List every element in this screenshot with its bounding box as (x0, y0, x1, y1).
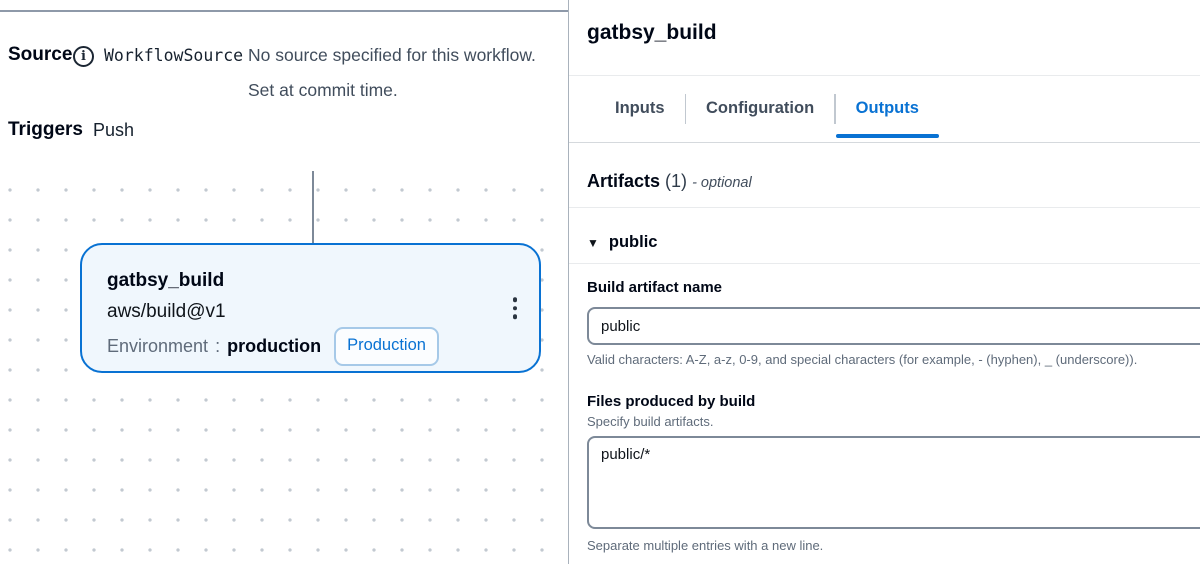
node-environment-row: Environment : production Production (107, 327, 539, 366)
artifacts-optional-label: - optional (692, 175, 752, 191)
files-produced-label: Files produced by build (587, 393, 756, 410)
tab-bar: Inputs Configuration Outputs (569, 75, 1200, 143)
environment-label: Environment (107, 336, 209, 356)
tab-outputs-label: Outputs (855, 99, 919, 117)
node-action: aws/build@v1 (107, 301, 226, 322)
environment-value: production (227, 336, 322, 356)
source-panel: Source i WorkflowSource No source specif… (0, 10, 568, 173)
info-icon[interactable]: i (73, 46, 94, 67)
tab-separator (834, 93, 836, 124)
workflow-canvas[interactable]: gatbsy_build aws/build@v1 Environment : … (0, 171, 568, 564)
triggers-label: Triggers (8, 119, 83, 140)
build-artifact-name-helper: Valid characters: A-Z, a-z, 0-9, and spe… (587, 352, 1138, 367)
workflow-graph-pane: Source i WorkflowSource No source specif… (0, 0, 568, 564)
section-divider (569, 207, 1200, 208)
artifacts-count: (1) (665, 171, 688, 191)
files-produced-helper: Separate multiple entries with a new lin… (587, 538, 824, 553)
workflow-node[interactable]: gatbsy_build aws/build@v1 Environment : … (80, 243, 541, 373)
connector-line (312, 171, 314, 245)
environment-separator: : (215, 336, 221, 356)
tab-inputs[interactable]: Inputs (595, 75, 685, 142)
artifacts-heading: Artifacts (1) - optional (587, 171, 752, 192)
tab-outputs[interactable]: Outputs (835, 75, 939, 142)
build-artifact-name-label: Build artifact name (587, 279, 723, 296)
files-produced-textarea[interactable]: public/* (587, 436, 1200, 529)
node-menu-button[interactable] (509, 293, 522, 323)
source-message-line1: No source specified for this workflow. (248, 45, 536, 65)
action-details-panel: gatbsy_build Inputs Configuration Output… (568, 0, 1200, 564)
node-title: gatbsy_build (107, 270, 225, 291)
header-divider (569, 75, 1200, 76)
expander-divider (569, 263, 1200, 264)
files-produced-description: Specify build artifacts. (587, 414, 714, 429)
build-artifact-name-input[interactable] (587, 307, 1200, 345)
active-tab-underline (835, 134, 939, 138)
artifacts-heading-text: Artifacts (587, 171, 661, 191)
expander-public[interactable]: ▼ public (587, 233, 657, 252)
source-label: Source (8, 44, 73, 65)
tab-inputs-label: Inputs (615, 99, 665, 117)
triggers-value: Push (93, 120, 135, 140)
source-value: WorkflowSource (104, 46, 244, 65)
tab-separator (684, 93, 686, 124)
ellipsis-vertical-icon (512, 297, 517, 319)
triangle-down-icon: ▼ (587, 235, 599, 250)
panel-title: gatbsy_build (587, 21, 717, 44)
tab-configuration[interactable]: Configuration (686, 75, 834, 142)
tab-configuration-label: Configuration (706, 99, 815, 117)
expander-label: public (608, 233, 658, 251)
environment-badge: Production (334, 327, 439, 366)
source-message-line2: Set at commit time. (248, 80, 398, 100)
